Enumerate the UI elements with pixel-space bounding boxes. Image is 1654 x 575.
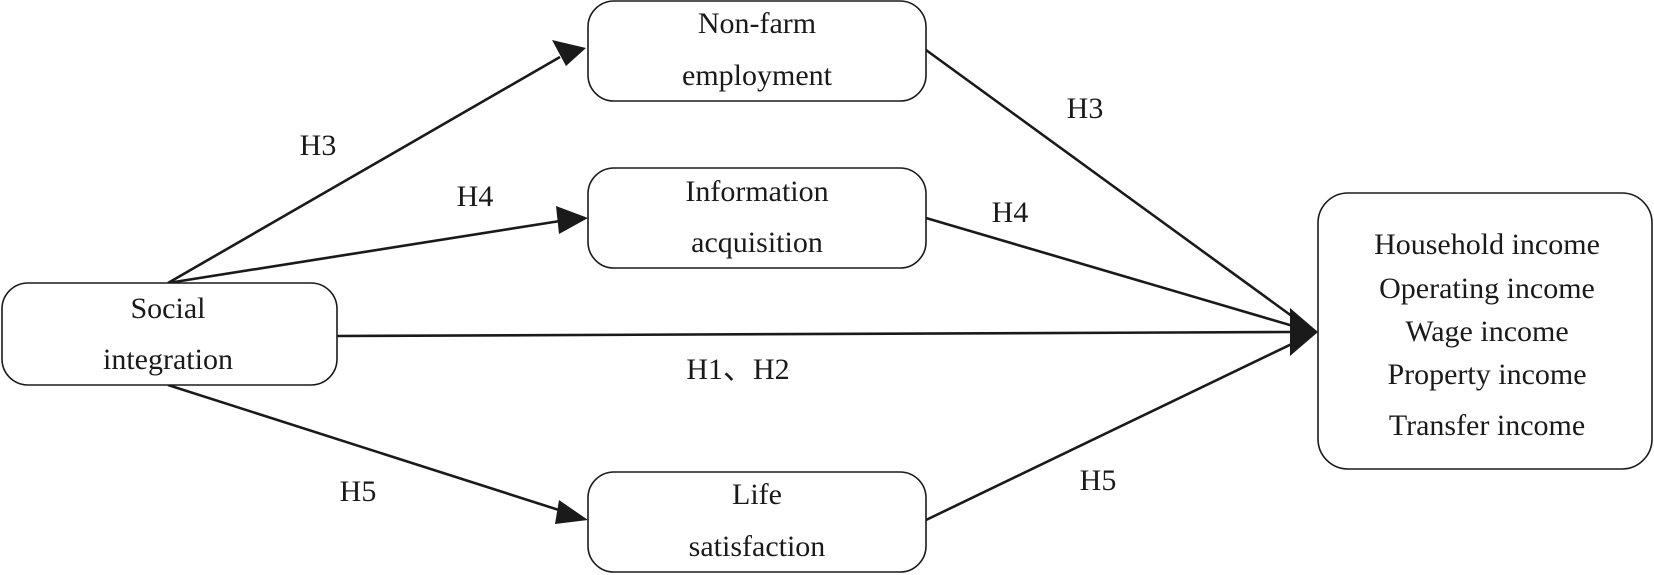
edge-labels: H3 H4 H5 H3 H4 H5 H1、H2 [300, 92, 1117, 508]
arrowhead-income [1290, 308, 1318, 356]
node-income-line-2: Operating income [1379, 272, 1595, 305]
edge-life-to-income [925, 338, 1301, 522]
node-life-satisfaction-line-1: Life [732, 478, 782, 511]
node-income: Household income Operating income Wage i… [1317, 192, 1653, 470]
edge-label-h5-in: H5 [340, 475, 377, 508]
arrowhead-information [556, 206, 588, 234]
node-life-satisfaction-line-2: satisfaction [689, 530, 826, 563]
node-income-line-4: Property income [1387, 358, 1586, 391]
node-income-line-3: Wage income [1405, 315, 1568, 348]
edge-label-h3-in: H3 [300, 129, 337, 162]
edge-nonfarm-to-income [925, 48, 1301, 324]
node-income-line-5: Transfer income [1389, 409, 1585, 442]
edge-label-h3-out: H3 [1067, 92, 1104, 125]
edge-social-to-nonfarm [167, 55, 561, 285]
arrowhead-life [555, 500, 588, 524]
node-social-integration: Social integration [1, 282, 338, 386]
edge-label-h5-out: H5 [1080, 464, 1117, 497]
edge-social-to-life [167, 383, 563, 513]
node-social-integration-line-1: Social [131, 292, 206, 325]
edge-label-h4-out: H4 [992, 196, 1029, 229]
node-non-farm-employment-line-2: employment [682, 59, 833, 92]
node-information-acquisition-line-2: acquisition [691, 226, 823, 259]
node-income-line-1: Household income [1374, 228, 1600, 261]
node-life-satisfaction: Life satisfaction [587, 471, 927, 573]
edges [167, 40, 1318, 524]
node-non-farm-employment-line-1: Non-farm [698, 7, 816, 40]
edge-social-to-income [336, 330, 1291, 338]
arrowhead-nonfarm [552, 40, 586, 66]
edge-information-to-income [925, 216, 1301, 330]
node-non-farm-employment: Non-farm employment [587, 0, 927, 102]
edge-label-h4-in: H4 [457, 180, 494, 213]
edge-label-direct: H1、H2 [686, 353, 789, 386]
node-social-integration-line-2: integration [103, 343, 233, 376]
node-information-acquisition: Information acquisition [587, 167, 927, 269]
node-information-acquisition-line-1: Information [685, 175, 828, 208]
edge-social-to-information [167, 219, 561, 285]
